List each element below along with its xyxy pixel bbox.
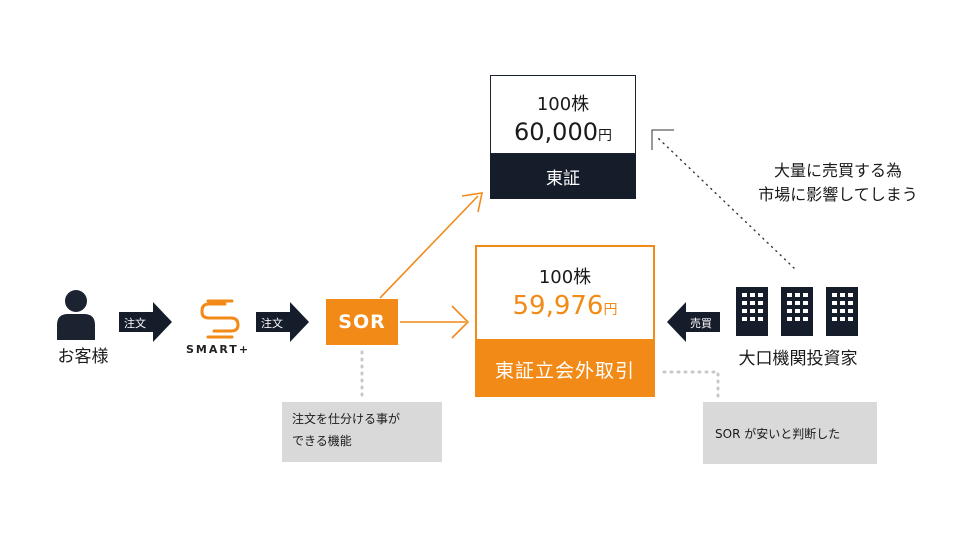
- smart-label: SMART+: [185, 343, 251, 356]
- buildings-icon: [736, 287, 858, 336]
- tse-price-unit: 円: [597, 128, 612, 144]
- tse-price-box: 100株 60,000円: [490, 75, 636, 154]
- sor-to-tse-line: [379, 195, 479, 299]
- sor-to-tse-arrowhead: [461, 192, 484, 213]
- tse-price-number: 60,000: [514, 118, 598, 146]
- pts-note-dots: [662, 370, 720, 400]
- impact-note-line2: 市場に影響してしまう: [758, 185, 918, 204]
- sell-arrow-label: 売買: [690, 317, 712, 330]
- pts-name-box: 東証立会外取引: [475, 341, 655, 397]
- tse-name: 東証: [546, 169, 580, 189]
- sor-note: 注文を仕分ける事が できる機能: [282, 402, 442, 462]
- tse-name-box: 東証: [490, 154, 636, 199]
- institution-note-text: SOR が安いと判断した: [715, 426, 841, 441]
- pts-price-unit: 円: [603, 302, 618, 318]
- sor-note-line2: できる機能: [292, 434, 352, 448]
- pts-shares: 100株: [538, 267, 592, 288]
- inst-tse-bracket: [651, 129, 674, 150]
- sor-label: SOR: [338, 311, 386, 333]
- impact-note: 大量に売買する為 市場に影響してしまう: [738, 159, 938, 207]
- person-icon: [57, 290, 95, 340]
- pts-price-box: 100株 59,976円: [475, 245, 655, 341]
- order-arrow-1-label: 注文: [124, 317, 146, 330]
- pts-price: 59,976円: [477, 291, 653, 321]
- pts-name: 東証立会外取引: [494, 359, 635, 382]
- order-arrow-2-label: 注文: [261, 317, 283, 330]
- institution-label: 大口機関投資家: [738, 349, 858, 369]
- tse-shares: 100株: [536, 94, 590, 115]
- sor-to-pts-arrowhead: [451, 305, 470, 339]
- institution-note: SOR が安いと判断した: [703, 402, 877, 464]
- pts-price-number: 59,976: [512, 291, 604, 321]
- impact-note-line1: 大量に売買する為: [773, 161, 902, 180]
- customer-label: お客様: [57, 347, 109, 367]
- tse-price: 60,000円: [491, 118, 635, 146]
- sor-box: SOR: [326, 299, 398, 345]
- smart-plus-logo: [200, 299, 240, 339]
- sor-note-line1: 注文を仕分ける事が: [292, 412, 401, 426]
